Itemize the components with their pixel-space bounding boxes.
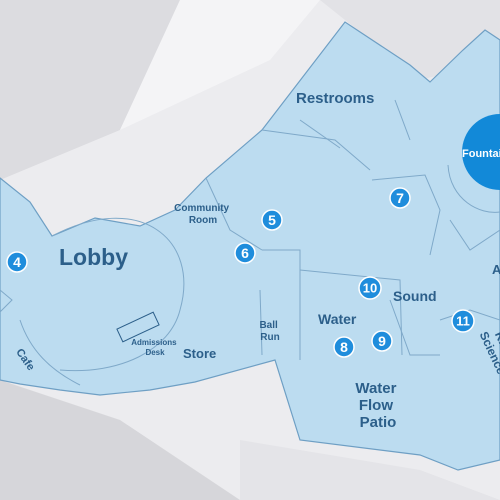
background-facet <box>120 0 320 130</box>
admissions-desk-label-line: Admissions <box>131 338 177 347</box>
wall-line <box>389 299 440 356</box>
ball-run-label: Ball Run <box>259 320 280 343</box>
marker-number: 6 <box>241 245 249 261</box>
wall-line <box>259 289 263 356</box>
wall-line <box>261 129 371 171</box>
marker-6[interactable]: 6 <box>234 242 256 264</box>
wall-line <box>0 289 13 313</box>
admissions-desk-counter <box>116 311 160 343</box>
wall-line <box>51 217 185 372</box>
background-facet <box>0 0 180 180</box>
marker-number: 10 <box>363 281 377 296</box>
marker-10[interactable]: 10 <box>358 276 382 300</box>
wall-line <box>371 174 441 256</box>
community-room-label-line: Room <box>189 215 217 226</box>
wall-line <box>262 249 301 360</box>
marker-number: 4 <box>13 254 21 270</box>
lobby-label: Lobby <box>59 244 128 270</box>
marker-number: 8 <box>340 339 348 355</box>
water-flow-patio-label-line: Flow <box>359 397 393 414</box>
store-label: Store <box>183 346 216 361</box>
marker-number: 5 <box>268 212 276 228</box>
community-room-label: Community Room <box>174 203 232 226</box>
wall-line <box>449 219 500 251</box>
ball-run-label-line: Run <box>260 332 279 343</box>
water-flow-patio-label-line: Water <box>355 380 396 397</box>
wall-line <box>205 177 263 251</box>
marker-number: 11 <box>456 314 470 329</box>
marker-4[interactable]: 4 <box>6 251 28 273</box>
water-label: Water <box>318 311 357 327</box>
fountain-ring <box>447 164 500 213</box>
background-facet <box>240 440 500 500</box>
marker-number: 9 <box>378 333 386 349</box>
wall-line <box>439 309 500 321</box>
wall-line <box>19 319 81 386</box>
marker-11[interactable]: 11 <box>451 309 475 333</box>
restrooms-label: Restrooms <box>296 90 374 107</box>
marker-8[interactable]: 8 <box>333 336 355 358</box>
community-room-label-line: Community <box>174 203 229 214</box>
admissions-desk-label-line: Desk <box>145 348 165 357</box>
water-flow-patio-label: Water Flow Patio <box>355 380 400 431</box>
marker-7[interactable]: 7 <box>389 187 411 209</box>
marker-5[interactable]: 5 <box>261 209 283 231</box>
sound-label: Sound <box>393 288 437 304</box>
fountain-label: Fountain <box>462 148 500 160</box>
ball-run-label-line: Ball <box>259 320 278 331</box>
water-flow-patio-label-line: Patio <box>360 414 397 431</box>
partial-a-label: A <box>492 262 500 277</box>
admissions-desk-label: Admissions Desk <box>131 338 179 357</box>
wall-line <box>394 99 411 141</box>
background-facet <box>0 380 240 500</box>
wall-line <box>299 119 341 149</box>
fountain-circle <box>462 114 500 190</box>
marker-9[interactable]: 9 <box>371 330 393 352</box>
marker-number: 7 <box>396 190 404 206</box>
